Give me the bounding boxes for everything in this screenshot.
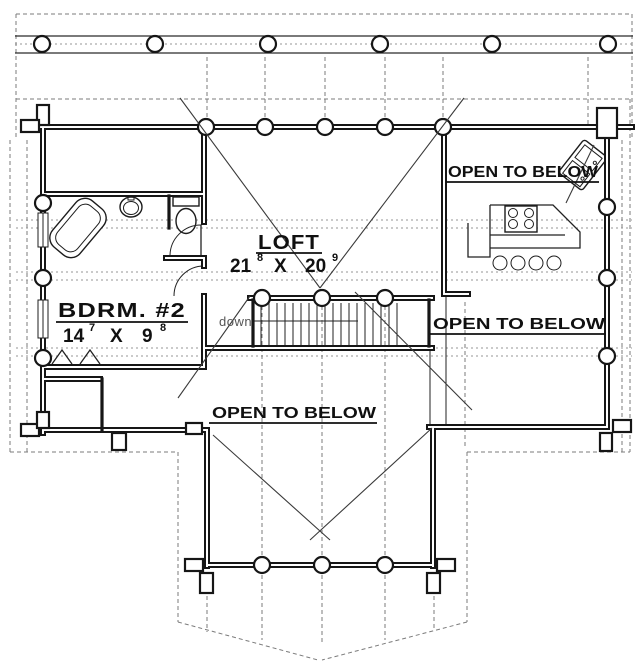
bathroom [49,195,205,297]
stairs-down-label: down [219,314,252,329]
log-post [32,34,52,54]
open-to-below-right-label: OPEN TO BELOW [433,316,606,333]
bedroom-door-arc [173,265,205,297]
bath-sink-icon [119,195,143,218]
loft-dimensions: 21 8 X 20 9 [230,248,338,277]
log-post [370,34,390,54]
bath-door-arc [169,224,202,257]
bedroom2-dimensions: 14 7 X 9 8 [63,318,166,347]
log-post [258,34,278,54]
kitchen-island [467,139,608,271]
log-post [482,34,502,54]
roof-projection-lines [177,97,595,541]
labels: LOFT 21 8 X 20 9 BDRM. #2 14 7 X 9 8 dow… [56,164,606,424]
log-corner-crossings [19,103,633,595]
closet-bifold-doors [51,348,101,365]
loft-label: LOFT [258,232,320,254]
bedroom2-label: BDRM. #2 [58,300,186,322]
exterior-and-interior-walls [37,120,635,569]
staircase [253,303,398,345]
roof-outline [9,13,633,661]
open-to-below-bottom-label: OPEN TO BELOW [212,405,377,422]
open-area-edges [429,296,447,427]
roof-log-band [15,34,633,54]
bar-stools [492,255,562,271]
wall-log-posts [33,117,617,575]
open-to-below-kitchen-label: OPEN TO BELOW [448,164,599,181]
bathtub-icon [49,197,107,259]
log-post [598,34,618,54]
log-post [145,34,165,54]
window-markers [37,212,49,339]
